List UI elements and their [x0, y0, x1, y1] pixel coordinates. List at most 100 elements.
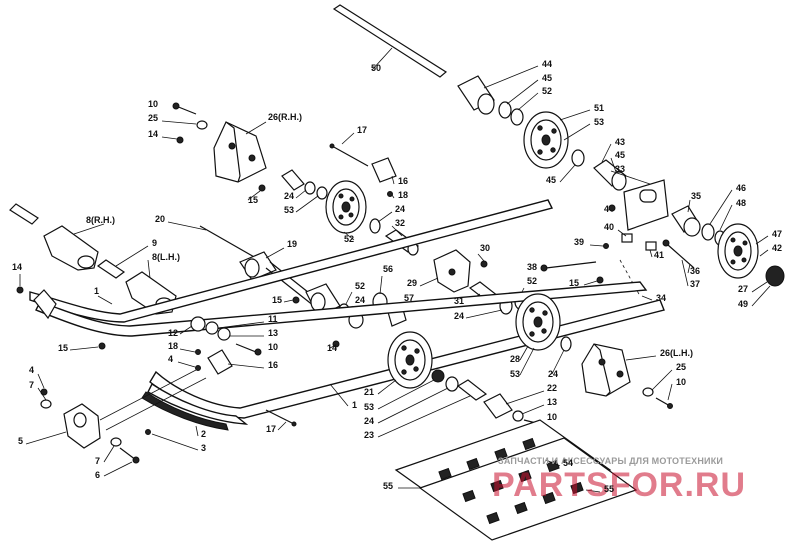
callout-label: 3	[201, 443, 206, 453]
bolt-30	[477, 253, 488, 268]
bolt-14-left	[16, 274, 24, 294]
callout-label: 13	[268, 328, 278, 338]
callout-label: 2	[201, 429, 206, 439]
callout-label: 55	[604, 484, 614, 494]
nut-18-top	[387, 191, 395, 199]
pin-17-lower	[265, 409, 297, 431]
callout-label: 46	[736, 183, 746, 193]
bushing-53-top	[281, 169, 328, 213]
bolt-14-mid	[329, 340, 340, 349]
callout-label: 24	[454, 311, 464, 321]
arm-link-lines	[99, 369, 207, 431]
callout-label: 9	[152, 238, 157, 248]
callout-label: 5	[18, 436, 23, 446]
bolt-36-37	[662, 239, 695, 287]
idler-wheel-51	[523, 109, 591, 169]
callout-label: 4	[168, 354, 173, 364]
bolt-15-top	[247, 184, 266, 201]
callout-label: 45	[615, 150, 625, 160]
callout-label: 25	[148, 113, 158, 123]
hub-cap-27	[751, 265, 785, 307]
callout-label: 29	[407, 278, 417, 288]
callout-label: 45	[542, 73, 552, 83]
callout-label: 24	[284, 191, 294, 201]
callout-label: 48	[736, 198, 746, 208]
callout-label: 54	[563, 458, 573, 468]
axle-34-lead	[619, 259, 653, 301]
callout-label: 10	[268, 342, 278, 352]
callout-label: 53	[510, 369, 520, 379]
callout-label: 15	[569, 278, 579, 288]
callout-label: 45	[546, 175, 556, 185]
callout-label: 24	[364, 416, 374, 426]
callout-label: 44	[542, 59, 552, 69]
callout-label: 36	[690, 266, 700, 276]
callout-label: 23	[364, 430, 374, 440]
idler-wheel-47	[717, 223, 769, 279]
nut-4-top	[608, 204, 616, 212]
bracket-29	[419, 249, 471, 293]
callout-label: 19	[287, 239, 297, 249]
callout-label: 50	[371, 63, 381, 73]
callout-label: 8(L.H.)	[152, 252, 180, 262]
callout-label: 16	[398, 176, 408, 186]
track-section-54-55	[394, 419, 638, 541]
callout-label: 14	[148, 129, 158, 139]
idler-wheel-28	[515, 293, 561, 376]
callout-label: 10	[148, 99, 158, 109]
bolt-15-right	[583, 276, 604, 286]
callout-label: 25	[676, 362, 686, 372]
bolt-39	[589, 243, 609, 249]
bolt-7-6	[103, 437, 140, 477]
callout-label: 20	[155, 214, 165, 224]
callout-label: 12	[168, 328, 178, 338]
callout-label: 56	[383, 264, 393, 274]
callout-label: 49	[738, 299, 748, 309]
pin-17-top	[329, 132, 369, 167]
callout-label: 14	[327, 343, 337, 353]
callout-label: 11	[268, 314, 278, 324]
spacer-40-41	[617, 229, 657, 258]
rod-20	[167, 221, 257, 259]
callout-label: 1	[94, 286, 99, 296]
callout-label: 26(R.H.)	[268, 112, 302, 122]
callout-label: 38	[527, 262, 537, 272]
callout-label: 37	[690, 279, 700, 289]
callout-label: 17	[266, 424, 276, 434]
callout-label: 32	[395, 218, 405, 228]
bushing-top-left	[9, 203, 39, 225]
callout-label: 7	[29, 380, 34, 390]
washer-25-bolt-10-lh	[642, 369, 673, 409]
bracket-26-rh	[213, 121, 267, 183]
callout-label: 10	[676, 377, 686, 387]
block-5	[25, 403, 101, 449]
callout-label: 52	[542, 86, 552, 96]
callout-label: 10	[547, 412, 557, 422]
callout-label: 13	[547, 397, 557, 407]
callout-label: 14	[12, 262, 22, 272]
callout-label: 52	[527, 276, 537, 286]
block-16-top	[371, 157, 397, 185]
bolt-38	[540, 261, 597, 272]
callout-label: 18	[168, 341, 178, 351]
shaft-50	[332, 4, 448, 78]
bushing-44	[457, 65, 539, 115]
washers-53-24-lower	[377, 369, 459, 424]
bushing-9	[96, 245, 149, 279]
callout-label: 52	[344, 234, 354, 244]
callout-label: 31	[454, 296, 464, 306]
callout-label: 24	[355, 295, 365, 305]
watermark: ЗАПЧАСТИ И АКСЕССУАРЫ ДЛЯ МОТОТЕХНИКИ PA…	[492, 456, 745, 504]
callout-label: 15	[248, 195, 258, 205]
callout-label: 53	[284, 205, 294, 215]
callout-label: 15	[272, 295, 282, 305]
callout-label: 51	[594, 103, 604, 113]
callout-label: 55	[383, 481, 393, 491]
block-22	[483, 390, 545, 419]
callout-label: 47	[772, 229, 782, 239]
callout-label: 21	[364, 387, 374, 397]
callout-label: 53	[364, 402, 374, 412]
callout-label: 18	[398, 190, 408, 200]
callout-label: 15	[58, 343, 68, 353]
